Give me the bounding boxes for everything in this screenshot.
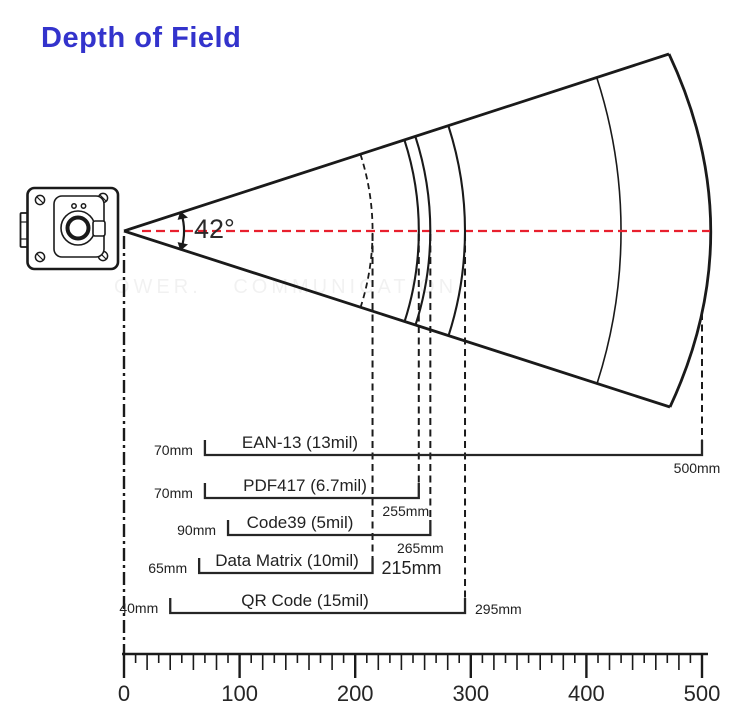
- bar-min-distance: 70mm: [154, 442, 193, 458]
- device-led: [80, 203, 87, 209]
- cone-bottom-edge: [123, 229, 671, 409]
- bar-min-distance: 40mm: [119, 600, 159, 616]
- cone-top-edge: [123, 52, 670, 233]
- device-lens-tab: [92, 220, 106, 237]
- bar-name-label: EAN-13 (13mil): [241, 433, 359, 452]
- bar-max-distance: 215mm: [381, 558, 442, 578]
- cone-end-cap-arc: [667, 53, 713, 408]
- device-screws: [34, 192, 109, 263]
- bar-name-label: Data Matrix (10mil): [215, 551, 359, 570]
- ruler-tick-label: 300: [452, 681, 490, 706]
- page-title: Depth of Field: [41, 22, 242, 54]
- bar-name-label: Code39 (5mil): [246, 513, 354, 532]
- range-bars: [169, 440, 704, 615]
- ruler-tick-label: 400: [568, 681, 605, 706]
- ruler-scale: [122, 652, 708, 678]
- ruler-tick-label: 0: [117, 681, 131, 706]
- bar-max-distance: 295mm: [475, 601, 522, 617]
- ruler-tick-label: 500: [683, 681, 721, 706]
- distance-marks: [359, 125, 703, 598]
- ruler-tick-label: 200: [336, 681, 374, 706]
- bar-name-label: QR Code (15mil): [241, 591, 369, 610]
- watermark-text: OWER. COMMUNICATION: [114, 276, 458, 298]
- scanner-device-illustration: [19, 186, 120, 271]
- angle-label: 42°: [194, 214, 235, 244]
- bar-max-distance: 500mm: [673, 460, 721, 476]
- bar-min-distance: 90mm: [177, 522, 217, 538]
- bar-name-label: PDF417 (6.7mil): [243, 476, 367, 495]
- bar-max-distance: 255mm: [382, 503, 430, 519]
- ruler-tick-label: 100: [221, 681, 258, 706]
- device-led: [71, 203, 77, 209]
- angle-arc-arrow: [177, 211, 188, 251]
- bar-min-distance: 70mm: [154, 485, 193, 501]
- device-lens-ring: [65, 215, 91, 241]
- bar-min-distance: 65mm: [148, 560, 188, 576]
- bar-max-distance: 265mm: [396, 540, 444, 556]
